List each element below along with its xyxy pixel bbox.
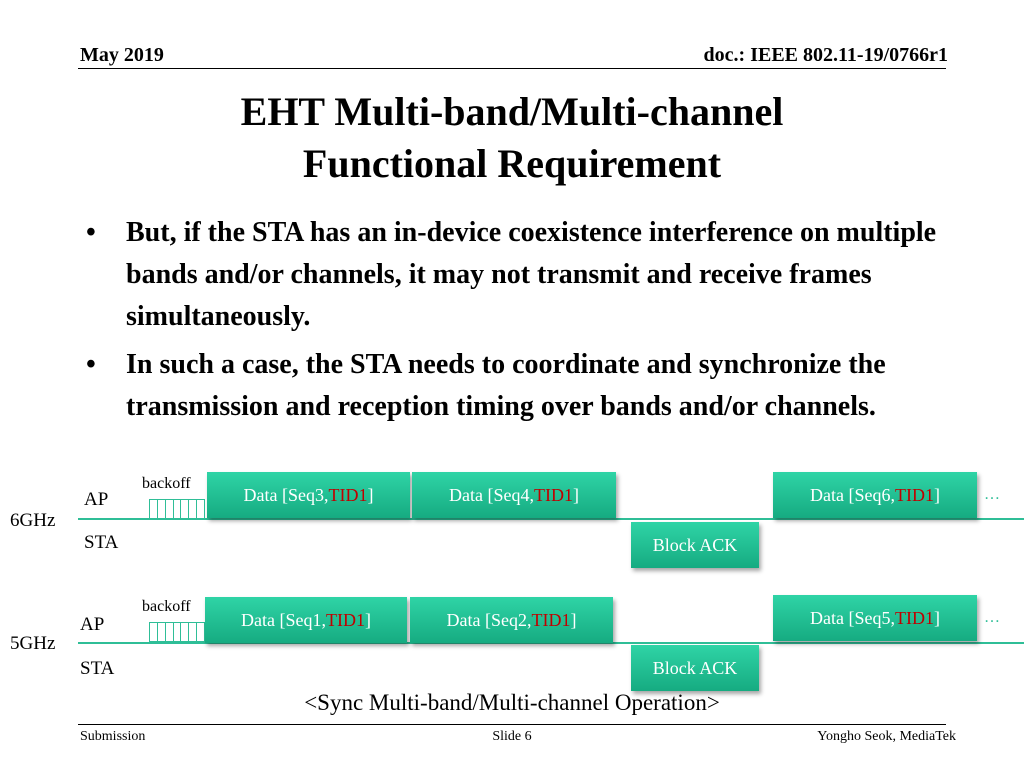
slide-title-line-2: Functional Requirement <box>302 141 722 186</box>
frame-text: Data [Seq4, <box>449 484 534 505</box>
frame-text: Data [Seq1, <box>241 609 326 630</box>
footer-submission: Submission <box>80 729 146 744</box>
data-frame-seq4: Data [Seq4, TID1] <box>412 472 616 518</box>
bullet-item: • In such a case, the STA needs to coord… <box>86 344 966 428</box>
frame-text: Block ACK <box>652 657 738 678</box>
frame-tid: TID1 <box>328 484 368 505</box>
continuation-ellipsis-6ghz: … <box>984 486 1000 503</box>
data-frame-seq6: Data [Seq6, TID1] <box>773 472 977 518</box>
data-frame-seq2: Data [Seq2, TID1] <box>410 597 613 643</box>
frame-text-end: ] <box>364 609 371 630</box>
frame-tid: TID1 <box>894 484 934 505</box>
band-6ghz-backoff-slots <box>149 499 206 519</box>
band-6ghz-timeline <box>78 518 1024 520</box>
data-frame-seq5: Data [Seq5, TID1] <box>773 595 977 641</box>
bullet-icon: • <box>86 349 96 380</box>
header-rule <box>78 68 946 69</box>
frame-tid: TID1 <box>325 609 365 630</box>
band-5ghz-sta-label: STA <box>80 658 115 679</box>
band-5ghz-ap-label: AP <box>80 614 105 635</box>
slide-title-line-1: EHT Multi-band/Multi-channel <box>240 89 784 134</box>
bullet-list: • But, if the STA has an in-device coexi… <box>86 212 966 434</box>
frame-text-end: ] <box>570 609 577 630</box>
frame-text-end: ] <box>933 607 940 628</box>
header-doc-id: doc.: IEEE 802.11-19/0766r1 <box>703 44 948 66</box>
frame-text: Data [Seq3, <box>243 484 329 505</box>
block-ack-frame-5ghz: Block ACK <box>631 645 759 691</box>
band-5ghz-timeline <box>78 642 1024 644</box>
frame-tid: TID1 <box>533 484 573 505</box>
diagram-caption: <Sync Multi-band/Multi-channel Operation… <box>304 690 720 715</box>
frame-text: Data [Seq5, <box>810 607 895 628</box>
frame-text-end: ] <box>572 484 579 505</box>
frame-text: Data [Seq6, <box>810 484 895 505</box>
data-frame-seq1: Data [Seq1, TID1] <box>205 597 407 643</box>
footer-slide-number: Slide 6 <box>492 729 532 744</box>
band-5ghz-backoff-slots <box>149 622 206 642</box>
bullet-text: But, if the STA has an in-device coexist… <box>126 217 937 332</box>
frame-text-end: ] <box>367 484 374 505</box>
continuation-ellipsis-5ghz: … <box>984 609 1000 626</box>
frame-text: Block ACK <box>652 534 738 555</box>
header-date: May 2019 <box>80 44 164 66</box>
band-5ghz-label: 5GHz <box>10 633 56 654</box>
frame-text-end: ] <box>933 484 940 505</box>
block-ack-frame-6ghz: Block ACK <box>631 522 759 568</box>
band-6ghz-backoff-label: backoff <box>142 475 191 492</box>
data-frame-seq3: Data [Seq3, TID1] <box>207 472 410 518</box>
footer-author: Yongho Seok, MediaTek <box>817 729 956 744</box>
slide-title: EHT Multi-band/Multi-channel Functional … <box>0 86 1024 190</box>
bullet-item: • But, if the STA has an in-device coexi… <box>86 212 966 338</box>
band-6ghz-label: 6GHz <box>10 510 56 531</box>
bullet-text: In such a case, the STA needs to coordin… <box>126 349 886 422</box>
frame-tid: TID1 <box>531 609 571 630</box>
band-5ghz-backoff-label: backoff <box>142 598 191 615</box>
band-6ghz-ap-label: AP <box>84 489 109 510</box>
footer-rule <box>78 724 946 725</box>
frame-text: Data [Seq2, <box>446 609 532 630</box>
frame-tid: TID1 <box>894 607 934 628</box>
band-6ghz-sta-label: STA <box>84 532 119 553</box>
bullet-icon: • <box>86 217 96 248</box>
